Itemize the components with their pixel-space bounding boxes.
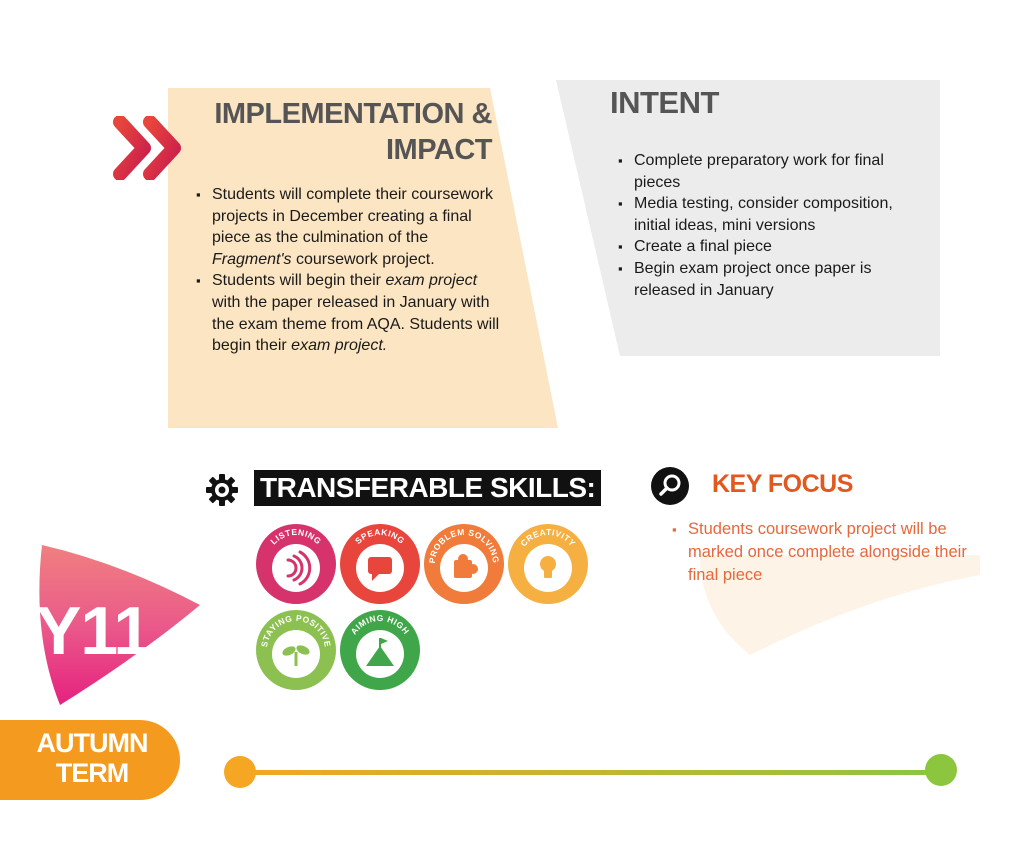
- transferable-skills-title: TRANSFERABLE SKILLS:: [254, 470, 602, 506]
- term-line1: AUTUMN: [36, 728, 149, 758]
- term-label: AUTUMN TERM: [20, 728, 164, 788]
- intent-item: Create a final piece: [618, 236, 918, 258]
- year-shield: [39, 545, 200, 705]
- gear-icon: [206, 474, 238, 506]
- key-focus-title: KEY FOCUS: [712, 470, 853, 498]
- term-line2: TERM: [55, 758, 130, 788]
- timeline-end-dot: [925, 754, 957, 786]
- implementation-title-line2: IMPACT: [385, 134, 493, 166]
- implementation-title: IMPLEMENTATION & IMPACT: [180, 96, 492, 168]
- key-focus-item: Students coursework project will be mark…: [672, 518, 972, 587]
- intent-title: INTENT: [610, 85, 719, 120]
- magnifier-icon: [651, 467, 689, 505]
- implementation-item-text: coursework project.: [291, 250, 435, 268]
- key-focus-list: Students coursework project will be mark…: [672, 518, 972, 587]
- badge-speaking: SPEAKING: [340, 524, 420, 604]
- intent-item: Media testing, consider composition, ini…: [618, 193, 918, 236]
- puzzle-piece-icon: [454, 554, 478, 578]
- intent-item: Complete preparatory work for final piec…: [618, 150, 918, 193]
- timeline-start-dot: [224, 756, 256, 788]
- badge-staying-positive: STAYING POSITIVE: [256, 610, 336, 690]
- implementation-item-italic: Fragment's: [212, 250, 292, 268]
- skills-badges: LISTENING SPEAKING PROBLEM SOLVING CREAT…: [256, 524, 588, 690]
- badge-creativity: CREATIVITY: [508, 524, 588, 604]
- lightbulb-icon: [540, 556, 556, 578]
- intent-list: Complete preparatory work for final piec…: [618, 150, 918, 301]
- badge-problem-solving: PROBLEM SOLVING: [424, 524, 504, 604]
- intent-item: Begin exam project once paper is release…: [618, 258, 918, 301]
- implementation-item-text: with the paper released in January with …: [212, 293, 500, 355]
- implementation-item-italic: exam project: [385, 272, 478, 290]
- implementation-item: Students will begin their exam project w…: [196, 270, 506, 356]
- speech-bubble-icon: [368, 557, 392, 581]
- implementation-item-text: Students will complete their coursework …: [212, 186, 494, 247]
- mountain-flag-icon: [366, 638, 394, 666]
- timeline: [224, 754, 957, 788]
- implementation-title-line1: IMPLEMENTATION &: [214, 98, 492, 130]
- sound-waves-icon: [286, 550, 312, 586]
- implementation-item: Students will complete their coursework …: [196, 184, 506, 270]
- implementation-list: Students will complete their coursework …: [196, 184, 506, 357]
- badge-listening: LISTENING: [256, 524, 336, 604]
- term-pill: [0, 720, 180, 800]
- implementation-item-text: Students will begin their: [212, 272, 386, 290]
- year-label: Y11: [36, 593, 151, 669]
- implementation-item-italic: exam project.: [291, 337, 388, 355]
- double-chevron-right-icon: [113, 116, 181, 180]
- badge-aiming-high: AIMING HIGH: [340, 610, 420, 690]
- sprout-icon: [282, 645, 310, 666]
